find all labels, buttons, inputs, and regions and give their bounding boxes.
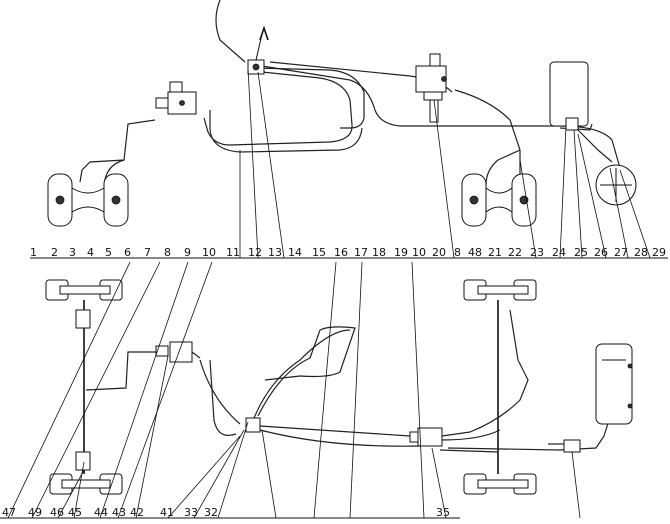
front-brake-valve — [247, 25, 269, 75]
left-valve-unit — [155, 81, 197, 115]
pipe-upper-left — [79, 119, 156, 183]
label-22: 22 — [508, 246, 522, 259]
bottom-number-labels: 47 49 46 45 44 43 42 41 33 32 35 — [2, 506, 450, 519]
label-20: 20 — [432, 246, 446, 259]
label-46: 46 — [50, 506, 64, 519]
label-8: 8 — [164, 246, 171, 259]
top-number-labels: 1 2 3 4 5 6 7 8 9 10 11 12 13 14 15 16 1… — [30, 246, 666, 259]
label-9: 9 — [184, 246, 191, 259]
label-6: 6 — [124, 246, 131, 259]
label-45: 45 — [68, 506, 82, 519]
label-3: 3 — [69, 246, 76, 259]
label-12: 12 — [248, 246, 262, 259]
label-1: 1 — [30, 246, 37, 259]
label-8-second: 8 — [454, 246, 461, 259]
label-17: 17 — [354, 246, 368, 259]
label-47: 47 — [2, 506, 16, 519]
upper-leaders — [239, 67, 651, 259]
label-16: 16 — [334, 246, 348, 259]
label-21: 21 — [488, 246, 502, 259]
pipe-upper-6 — [209, 110, 363, 153]
label-41: 41 — [160, 506, 174, 519]
label-29: 29 — [652, 246, 666, 259]
label-32: 32 — [204, 506, 218, 519]
label-25: 25 — [574, 246, 588, 259]
label-4: 4 — [87, 246, 94, 259]
label-33: 33 — [184, 506, 198, 519]
lower-brake-layout — [45, 279, 633, 495]
lower-leaders — [7, 261, 581, 519]
label-5: 5 — [105, 246, 112, 259]
label-48: 48 — [468, 246, 482, 259]
label-27: 27 — [614, 246, 628, 259]
pipe-upper-3 — [261, 65, 621, 169]
upper-left-wheels — [47, 173, 129, 227]
label-44: 44 — [94, 506, 108, 519]
label-7: 7 — [144, 246, 151, 259]
label-13: 13 — [268, 246, 282, 259]
pipe-upper-top — [215, 0, 246, 63]
label-15: 15 — [312, 246, 326, 259]
label-35: 35 — [436, 506, 450, 519]
upper-air-tank — [549, 61, 637, 206]
label-42: 42 — [130, 506, 144, 519]
pipe-upper-2 — [203, 71, 353, 146]
label-24: 24 — [552, 246, 566, 259]
pipe-upper-5 — [454, 89, 521, 178]
label-18: 18 — [372, 246, 386, 259]
label-28: 28 — [634, 246, 648, 259]
label-23: 23 — [530, 246, 544, 259]
label-26: 26 — [594, 246, 608, 259]
label-14: 14 — [288, 246, 302, 259]
label-49: 49 — [28, 506, 42, 519]
upper-brake-layout — [47, 0, 637, 227]
central-relay-valve — [415, 53, 447, 123]
label-19: 19 — [394, 246, 408, 259]
label-10: 10 — [202, 246, 216, 259]
label-10-second: 10 — [412, 246, 426, 259]
pipe-upper-1 — [254, 67, 365, 129]
label-2: 2 — [51, 246, 58, 259]
label-11: 11 — [226, 246, 240, 259]
label-43: 43 — [112, 506, 126, 519]
upper-right-wheels — [461, 173, 537, 227]
pipe-upper-9 — [575, 127, 613, 163]
